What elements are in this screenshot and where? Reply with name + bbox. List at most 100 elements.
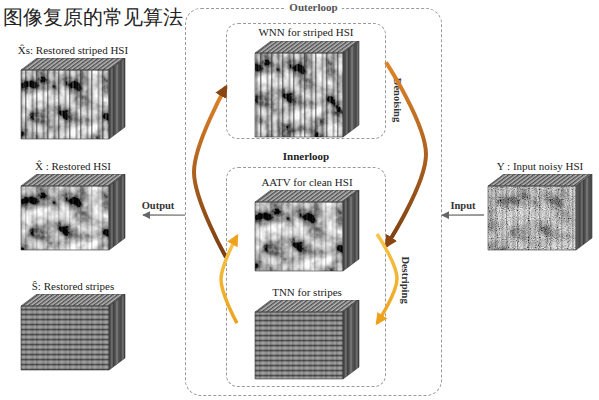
cube-face — [488, 174, 592, 186]
cube-edge — [255, 190, 359, 202]
cube-face — [21, 58, 125, 70]
cube-face — [255, 312, 343, 379]
cube-shape — [3, 174, 143, 253]
page-title: 图像复原的常见算法 — [3, 4, 183, 31]
cube-edge — [109, 58, 125, 139]
cube-face — [255, 190, 359, 202]
cube-node: X̂s: Restored striped HSI — [3, 42, 143, 142]
cube-face — [21, 70, 109, 139]
cube-face — [21, 174, 125, 186]
cube-shape — [484, 174, 596, 253]
cube-face — [21, 306, 109, 370]
noise-overlay — [488, 186, 576, 250]
cube-face — [255, 53, 343, 137]
flow-arrow — [221, 236, 237, 323]
cube-face — [343, 300, 359, 379]
flow-arrow — [377, 234, 397, 323]
cube-face — [343, 190, 359, 271]
node-label: X̂s: Restored striped HSI — [3, 44, 143, 57]
node-label: TNN for stripes — [237, 286, 377, 299]
cube-face — [21, 294, 125, 306]
cube-face — [109, 294, 125, 370]
cube-edge — [343, 190, 359, 271]
node-label: X̂ : Restored HSI — [3, 160, 143, 173]
cube-illustration — [21, 58, 125, 139]
cube-face — [343, 41, 359, 137]
cube-edge — [576, 174, 592, 250]
cube-edge — [255, 41, 359, 53]
cube-face — [21, 186, 109, 250]
edge-label: Input — [450, 200, 475, 211]
cube-face — [255, 41, 359, 53]
node-label: WNN for striped HSI — [227, 26, 385, 39]
cube-shape — [3, 58, 143, 142]
cube-node: TNN for stripes — [237, 284, 377, 382]
cube-edge — [109, 174, 125, 250]
cube-face — [255, 53, 343, 137]
cube-face — [255, 300, 359, 312]
cube-face — [21, 294, 125, 306]
edge-label: Output — [142, 200, 175, 211]
cube-face — [343, 190, 359, 271]
cube-face — [343, 300, 359, 379]
cube-face — [21, 186, 109, 250]
cube-node: AATV for clean HSI — [237, 174, 377, 274]
cube-illustration — [488, 174, 592, 250]
cube-shape — [3, 294, 143, 373]
cube-edge — [21, 294, 125, 306]
cube-illustration — [255, 41, 359, 137]
cube-illustration — [255, 300, 359, 379]
cube-face — [109, 174, 125, 250]
cube-face — [21, 306, 109, 370]
node-label: Innerloop — [227, 150, 385, 163]
cube-node: Y : Input noisy HSI — [484, 158, 596, 253]
cube-node: X̂ : Restored HSI — [3, 158, 143, 253]
cube-edge — [109, 294, 125, 370]
cube-edge — [255, 202, 343, 271]
cube-illustration — [21, 174, 125, 250]
inner-loop-box: InnerloopAATV for clean HSITNN for strip… — [226, 167, 386, 387]
cube-face — [488, 186, 576, 250]
cube-illustration — [255, 190, 359, 271]
cube-edge — [343, 300, 359, 379]
cube-edge — [255, 53, 343, 137]
cube-edge — [21, 186, 109, 250]
cube-face — [109, 58, 125, 139]
edge-label: Destriping — [400, 256, 411, 303]
cube-edge — [21, 306, 109, 370]
flow-arrow — [386, 62, 426, 246]
cube-edge — [21, 174, 125, 186]
cube-face — [488, 174, 592, 186]
cube-face — [21, 174, 125, 186]
cube-face — [109, 174, 125, 250]
cube-face — [343, 41, 359, 137]
cube-illustration — [21, 294, 125, 370]
cube-shape — [237, 190, 377, 274]
node-label: Outerloop — [285, 1, 341, 14]
cube-edge — [343, 41, 359, 137]
flow-arrow — [194, 87, 226, 257]
flow-arrow — [442, 214, 484, 215]
cube-face — [255, 312, 343, 379]
cube-face — [21, 306, 109, 370]
cube-face — [255, 202, 343, 271]
cube-edge — [21, 70, 109, 139]
cube-face — [109, 58, 125, 139]
node-label: AATV for clean HSI — [237, 176, 377, 189]
cube-edge — [488, 174, 592, 186]
cube-face — [576, 174, 592, 250]
node-label: Ŝ: Restored stripes — [3, 280, 143, 293]
cube-face — [109, 294, 125, 370]
cube-face — [576, 174, 592, 250]
cube-face — [21, 58, 125, 70]
cube-node: Ŝ: Restored stripes — [3, 278, 143, 373]
cube-face — [255, 202, 343, 271]
flow-arrow — [143, 214, 185, 215]
cube-face — [255, 312, 343, 379]
cube-face — [255, 190, 359, 202]
edge-label: Denoising — [392, 78, 403, 122]
cube-face — [488, 186, 576, 250]
cube-face — [255, 41, 359, 53]
